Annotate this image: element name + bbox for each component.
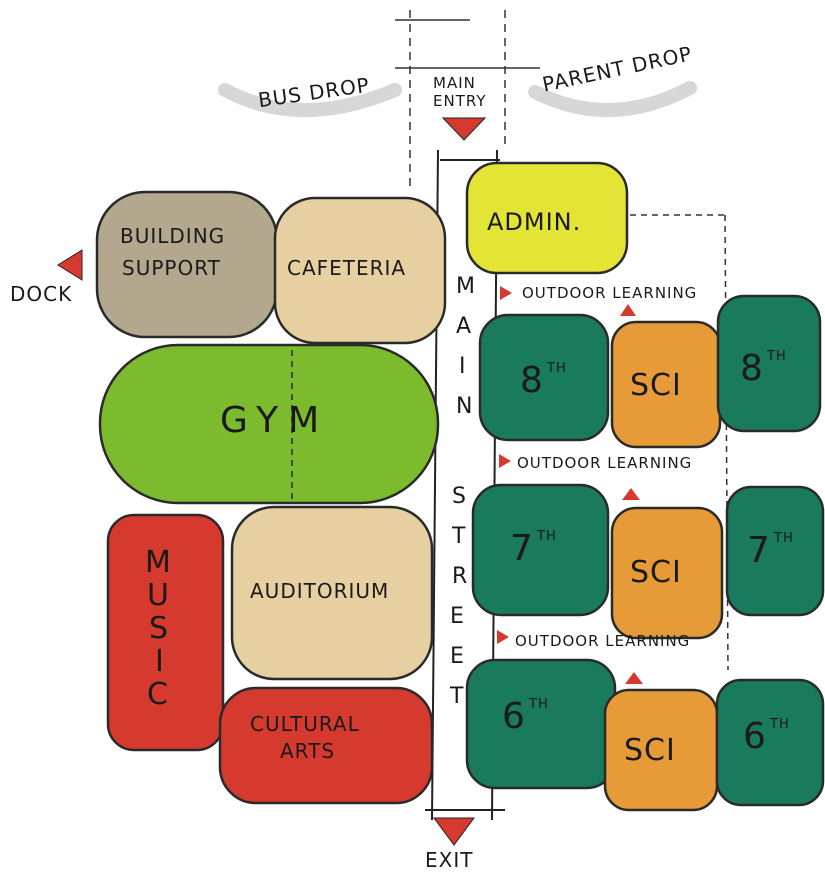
svg-text:S: S [452, 484, 467, 509]
outdoor-learning-label: OUTDOOR LEARNING [517, 454, 692, 472]
svg-text:TH: TH [528, 697, 549, 712]
entry-corridor [395, 10, 540, 190]
svg-text:6: 6 [502, 696, 526, 737]
svg-text:8: 8 [520, 360, 544, 401]
music-label: M U S I C [145, 545, 172, 712]
outdoor-marker-icon [499, 454, 511, 468]
classroom-8-right [716, 294, 822, 433]
entry-marker-icon [441, 117, 487, 141]
science-label: SCI [630, 555, 682, 590]
science-room-2 [610, 506, 724, 640]
outdoor-learning-label: OUTDOOR LEARNING [522, 284, 697, 302]
classroom-6-right [715, 678, 825, 807]
grade-7-left-label: 7 TH [510, 528, 557, 569]
outdoor-learning-label: OUTDOOR LEARNING [515, 632, 690, 650]
main-entry-label-2: ENTRY [433, 92, 487, 110]
cultural-arts-room [218, 686, 434, 805]
cultural-arts-label-2: ARTS [280, 739, 335, 763]
cultural-arts-label-1: CULTURAL [250, 712, 360, 736]
svg-text:7: 7 [510, 528, 534, 569]
svg-text:E: E [450, 644, 465, 669]
svg-text:I: I [459, 354, 467, 379]
classroom-8-left [478, 313, 610, 442]
classroom-6-left [465, 658, 617, 790]
outdoor-marker-icon [497, 630, 509, 644]
svg-text:C: C [147, 677, 169, 712]
svg-text:S: S [149, 611, 169, 646]
svg-text:TH: TH [536, 529, 557, 544]
parent-drop-label: PARENT DROP [540, 41, 694, 96]
grade-6-left-label: 6 TH [502, 696, 549, 737]
building-support-label-2: SUPPORT [122, 256, 221, 280]
science-label: SCI [624, 733, 676, 768]
music-room [106, 513, 225, 752]
svg-text:T: T [449, 684, 464, 709]
grade-6-right-label: 6 TH [743, 716, 790, 757]
svg-text:TH: TH [769, 717, 790, 732]
main-entry-label-1: MAIN [433, 74, 476, 92]
grade-7-right-label: 7 TH [747, 530, 794, 571]
cafeteria-label: CAFETERIA [287, 256, 406, 280]
gym-label: GYM [220, 400, 329, 441]
auditorium-room [230, 505, 434, 681]
gym-room [98, 343, 440, 505]
svg-text:R: R [452, 564, 468, 589]
svg-text:E: E [450, 604, 465, 629]
svg-text:M: M [456, 274, 476, 299]
grade-8-right-label: 8 TH [740, 348, 787, 389]
science-label: SCI [630, 368, 682, 403]
cafeteria-room [273, 196, 447, 345]
building-support-label-1: BUILDING [120, 224, 225, 248]
outdoor-marker-icon [500, 286, 512, 300]
svg-text:I: I [155, 644, 165, 679]
grade-8-left-label: 8 TH [520, 360, 567, 401]
exit-label: EXIT [425, 848, 473, 872]
svg-text:TH: TH [766, 349, 787, 364]
classroom-7-left [471, 483, 610, 617]
svg-text:7: 7 [747, 530, 771, 571]
svg-text:A: A [456, 314, 472, 339]
science-marker-icon [622, 488, 640, 500]
svg-text:TH: TH [773, 531, 794, 546]
bus-drop-arc [218, 83, 402, 117]
svg-text:T: T [451, 524, 466, 549]
main-street-label: M A I N S T R E E T [449, 274, 476, 709]
svg-text:U: U [147, 578, 170, 613]
parent-drop-arc [528, 81, 697, 118]
svg-text:8: 8 [740, 348, 764, 389]
svg-text:N: N [456, 394, 473, 419]
svg-text:6: 6 [743, 716, 767, 757]
science-marker-icon [625, 672, 643, 684]
svg-text:TH: TH [546, 361, 567, 376]
dock-label: DOCK [10, 282, 72, 306]
auditorium-label: AUDITORIUM [250, 579, 389, 603]
admin-room [465, 161, 629, 275]
exit-marker-icon [433, 817, 475, 846]
dock-marker-icon [57, 249, 83, 281]
science-marker-icon [620, 304, 636, 316]
classroom-7-right [725, 485, 825, 617]
svg-text:M: M [145, 545, 172, 580]
admin-label: ADMIN. [487, 208, 581, 236]
